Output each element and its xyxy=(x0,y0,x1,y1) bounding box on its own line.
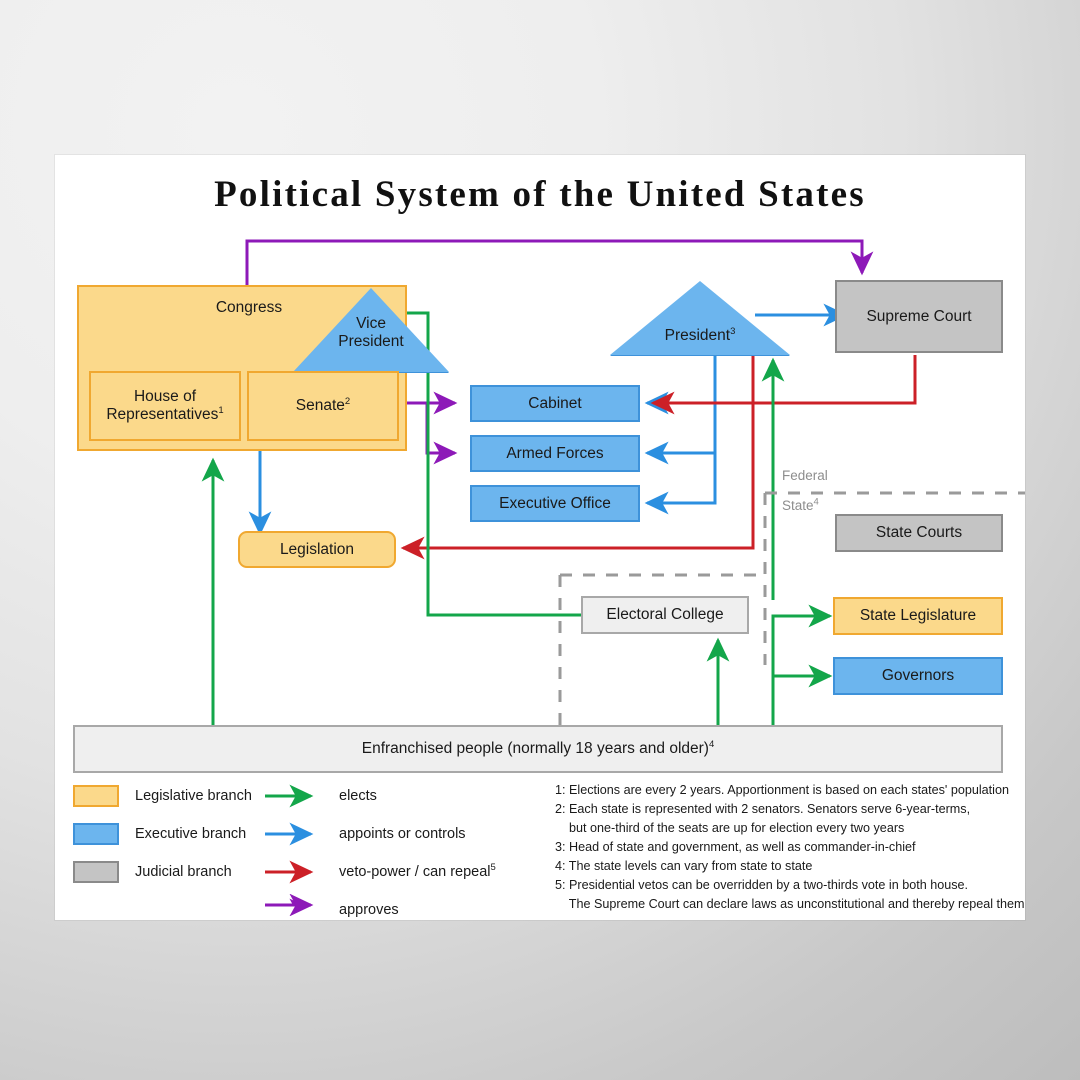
executive-office-label: Executive Office xyxy=(499,494,611,512)
edge-president-to-armed-forces xyxy=(644,403,717,465)
legend-swatch-executive xyxy=(73,823,119,845)
footnote-2: 2: Each state is represented with 2 sena… xyxy=(555,802,971,816)
enfranchised-footnote-ref: 4 xyxy=(708,738,715,750)
executive-office-box[interactable]: Executive Office xyxy=(470,485,640,522)
enfranchised-label: Enfranchised people (normally 18 years a… xyxy=(361,740,709,758)
house-line2: Representatives xyxy=(106,406,219,423)
state-courts-box[interactable]: State Courts xyxy=(835,514,1003,552)
legend-label-appoints: appoints or controls xyxy=(339,826,466,842)
state-legislature-box[interactable]: State Legislature xyxy=(833,597,1003,635)
president-triangle[interactable] xyxy=(610,281,790,355)
footnote-4: 4: The state levels can vary from state … xyxy=(555,859,813,873)
legend-label-executive: Executive branch xyxy=(135,826,247,842)
senate-label: Senate xyxy=(295,397,345,415)
legend-label-judicial: Judicial branch xyxy=(135,864,232,880)
supreme-court-label: Supreme Court xyxy=(866,307,972,325)
house-of-representatives-box[interactable]: House of Representatives1 xyxy=(89,371,241,441)
legend-label-veto: veto-power / can repeal5 xyxy=(339,862,496,880)
house-line1: House of xyxy=(133,388,197,406)
footnote-3: 3: Head of state and government, as well… xyxy=(555,840,916,854)
vice-president-line1: Vice xyxy=(356,315,386,332)
legislation-box[interactable]: Legislation xyxy=(238,531,396,568)
edge-congress-approves-supreme-court xyxy=(245,239,874,285)
electoral-college-box[interactable]: Electoral College xyxy=(581,596,749,634)
federal-label: Federal xyxy=(782,468,828,483)
edge-president-to-executive-office xyxy=(644,453,717,515)
edge-supreme-court-repeal xyxy=(650,355,917,415)
footnote-5: 5: Presidential vetos can be overridden … xyxy=(555,878,969,892)
senate-box[interactable]: Senate2 xyxy=(247,371,399,441)
edge-president-to-cabinet xyxy=(644,355,717,415)
page-title: Political System of the United States xyxy=(214,174,866,215)
state-footnote-ref: 4 xyxy=(813,496,819,508)
vice-president-line2: President xyxy=(338,332,404,350)
armed-forces-box[interactable]: Armed Forces xyxy=(470,435,640,472)
president-label: President3 xyxy=(610,327,790,345)
footnote-2-cont: but one-third of the seats are up for el… xyxy=(555,821,905,835)
governors-label: Governors xyxy=(881,667,955,685)
legend-veto-text: veto-power / can repeal xyxy=(339,864,491,880)
congress-label: Congress xyxy=(215,299,283,316)
legend-arrow-approves xyxy=(265,894,314,916)
legend-swatch-legislative xyxy=(73,785,119,807)
electoral-college-label: Electoral College xyxy=(606,606,724,624)
connector-layer xyxy=(201,239,1025,725)
legend-arrows xyxy=(265,784,314,905)
footnote-5-cont: The Supreme Court can declare laws as un… xyxy=(555,897,1025,911)
legend-veto-footnote-ref: 5 xyxy=(490,862,496,874)
cabinet-box[interactable]: Cabinet xyxy=(470,385,640,422)
armed-forces-label: Armed Forces xyxy=(506,444,604,462)
state-courts-label: State Courts xyxy=(875,524,963,542)
supreme-court-box[interactable]: Supreme Court xyxy=(835,280,1003,353)
legislation-label: Legislation xyxy=(279,540,355,558)
state-text: State xyxy=(782,498,814,513)
senate-footnote-ref: 2 xyxy=(344,395,351,407)
poster: Political System of the United States xyxy=(55,155,1025,920)
legend: Legislative branch Executive branch Judi… xyxy=(73,780,1025,918)
cabinet-label: Cabinet xyxy=(528,394,582,412)
house-footnote-ref: 1 xyxy=(218,404,224,416)
president-footnote-ref: 3 xyxy=(730,325,736,337)
state-legislature-label: State Legislature xyxy=(859,607,977,625)
edge-senate-approves-armed-forces xyxy=(425,403,458,465)
legend-swatch-judicial xyxy=(73,861,119,883)
legend-label-approves: approves xyxy=(339,902,399,918)
enfranchised-people-bar[interactable]: Enfranchised people (normally 18 years a… xyxy=(73,725,1003,773)
legend-label-legislative: Legislative branch xyxy=(135,788,252,804)
vice-president-label: Vice President xyxy=(293,315,449,351)
vice-president-triangle[interactable] xyxy=(293,288,449,372)
state-label: State4 xyxy=(782,496,819,513)
governors-box[interactable]: Governors xyxy=(833,657,1003,695)
footnote-1: 1: Elections are every 2 years. Apportio… xyxy=(555,783,1009,797)
edge-people-elects-state-legislature xyxy=(771,604,833,725)
edge-president-veto-legislation xyxy=(400,355,755,560)
president-text: President xyxy=(664,327,731,344)
legend-label-elects: elects xyxy=(339,788,377,804)
